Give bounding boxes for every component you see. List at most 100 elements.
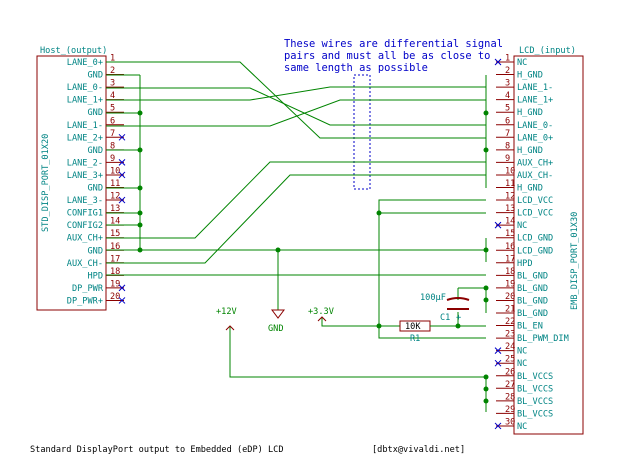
right-pin-number: 1 <box>505 54 510 64</box>
wire-bl-pwm <box>378 326 486 339</box>
v33-arrow <box>317 316 327 322</box>
cap-plus: + <box>456 313 461 323</box>
right-pin-number: 24 <box>505 342 515 352</box>
left-pin-number: 20 <box>110 292 120 302</box>
right-pin-label: NC <box>517 58 527 68</box>
wire-12v <box>229 326 486 378</box>
no-connect-marker <box>118 196 126 204</box>
right-pin-label: BL_GND <box>517 271 548 281</box>
left-pin-number: 18 <box>110 267 120 277</box>
right-pin-label: BL_VCCS <box>517 409 553 419</box>
right-pin-number: 19 <box>505 279 515 289</box>
left-pin-label: AUX_CH+ <box>67 234 103 244</box>
right-pin-number: 16 <box>505 242 515 252</box>
right-pin-number: 30 <box>505 417 515 427</box>
v12-arrow <box>225 325 235 331</box>
right-pin-number: 7 <box>505 129 510 139</box>
left-pin-label: HPD <box>87 271 103 281</box>
right-pin-number: 20 <box>505 292 515 302</box>
wire-lcd-vcc <box>378 199 486 326</box>
left-pin-number: 7 <box>110 129 115 139</box>
gnd-label: GND <box>268 324 284 334</box>
left-connector: Host_(output) STD_DISP_PORT_01X20 1LANE_… <box>36 46 126 311</box>
left-pin-number: 11 <box>110 179 120 189</box>
no-connect-marker <box>494 422 502 430</box>
right-pin-number: 15 <box>505 229 515 239</box>
left-pin-number: 17 <box>110 254 120 264</box>
right-pin-label: BL_GND <box>517 309 548 319</box>
no-connect-marker <box>494 359 502 367</box>
right-pin-label: H_GND <box>517 108 543 118</box>
right-pin-number: 23 <box>505 330 515 340</box>
right-pin-number: 5 <box>505 104 510 114</box>
left-pin-label: LANE_3- <box>67 196 103 206</box>
junction <box>483 247 489 253</box>
resistor-ref: R1 <box>410 334 420 344</box>
differential-pair-marker <box>353 74 371 190</box>
left-pin-label: GND <box>87 184 103 194</box>
footer-title: Standard DisplayPort output to Embedded … <box>30 445 284 455</box>
left-pin-number: 8 <box>110 141 115 151</box>
note-line-1: These wires are differential signal <box>284 38 503 50</box>
junction <box>137 210 143 216</box>
right-pin-label: BL_EN <box>517 322 543 332</box>
footer-author: [dbtx@vivaldi.net] <box>372 445 465 455</box>
cap-plate-top <box>446 297 470 301</box>
right-pin-number: 11 <box>505 179 515 189</box>
no-connect-marker <box>118 159 126 166</box>
junction <box>376 210 382 216</box>
left-pin-label: DP_PWR+ <box>67 296 103 306</box>
right-pin-number: 14 <box>505 217 515 227</box>
left-connector-value: STD_DISP_PORT_01X20 <box>41 134 51 232</box>
right-pin-number: 18 <box>505 267 515 277</box>
junction <box>137 222 143 228</box>
v12-label: +12V <box>216 307 237 317</box>
junction <box>137 110 143 116</box>
wire-lane0p <box>106 61 486 139</box>
right-pin-number: 28 <box>505 392 515 402</box>
right-pin-label: NC <box>517 221 527 231</box>
right-pin-label: LCD_VCC <box>517 209 553 219</box>
junction <box>455 323 461 329</box>
wire-lane1m <box>106 99 486 127</box>
left-pin-label: LANE_1+ <box>67 96 103 106</box>
right-pin-label: LCD_GND <box>517 234 553 244</box>
right-connector-value: EMB_DISP_PORT_01X30 <box>570 212 580 310</box>
right-pin-label: AUX_CH+ <box>517 158 553 168</box>
right-pin-number: 26 <box>505 367 515 377</box>
left-pin-label: GND <box>87 246 103 256</box>
left-connector-body <box>36 55 107 311</box>
left-pin-number: 12 <box>110 192 120 202</box>
gnd-symbol <box>271 309 285 319</box>
left-pin-number: 10 <box>110 166 120 176</box>
junction <box>483 285 489 291</box>
left-pin-label: LANE_2- <box>67 158 103 168</box>
right-pin-label: LCD_GND <box>517 246 553 256</box>
left-pin-label: LANE_0- <box>67 83 103 93</box>
note-line-2: pairs and must all be as close to <box>284 50 490 62</box>
right-pin-number: 12 <box>505 192 515 202</box>
wire-3v3 <box>321 317 400 327</box>
left-pin-label: CONFIG2 <box>67 221 103 231</box>
wire-lane1p <box>106 86 486 101</box>
right-pin-label: HPD <box>517 259 533 269</box>
no-connect-marker <box>118 284 126 292</box>
resistor-value: 10K <box>405 322 421 332</box>
right-pin-label: BL_VCCS <box>517 384 553 394</box>
right-pin-label: BL_VCCS <box>517 372 553 382</box>
left-pin-label: GND <box>87 108 103 118</box>
left-pin-label: LANE_2+ <box>67 133 103 143</box>
no-connect-marker <box>494 221 502 229</box>
junctions <box>137 110 489 404</box>
left-connector-ref: Host_(output) <box>40 46 107 56</box>
left-pin-label: DP_PWR <box>72 284 104 294</box>
right-pin-label: LANE_1+ <box>517 96 553 106</box>
left-pin-number: 13 <box>110 204 120 214</box>
right-pin-label: BL_GND <box>517 296 548 306</box>
right-pin-label: H_GND <box>517 71 543 81</box>
right-connector-ref: LCD_(input) <box>519 46 576 56</box>
cap-value: 100µF <box>420 293 446 303</box>
right-pin-number: 29 <box>505 405 515 415</box>
right-pin-label: H_GND <box>517 146 543 156</box>
